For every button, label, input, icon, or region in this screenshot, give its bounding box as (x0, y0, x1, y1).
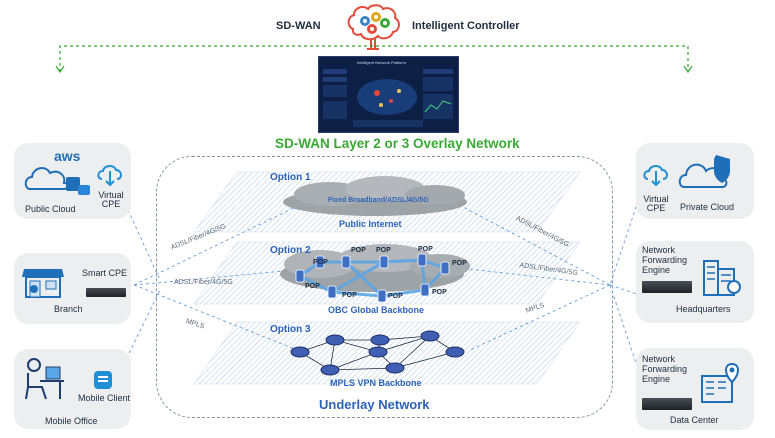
site-subtitle: Smart CPE (82, 268, 128, 278)
site-title: Headquarters (676, 304, 731, 314)
site-title: Branch (54, 304, 83, 314)
data-center-building-icon (701, 362, 739, 403)
headquarters-building-icon (703, 260, 741, 296)
aws-logo-text: aws (54, 148, 81, 164)
network-frame (156, 156, 613, 418)
pop-label: POP (376, 247, 391, 254)
site-title: Mobile Office (45, 416, 98, 426)
site-subtitle: Network Forwarding Engine (642, 245, 688, 275)
option-1-cloud-text: Fixed Broadband/ADSL/4G/5G (328, 197, 429, 204)
site-subtitle: Network Forwarding Engine (642, 354, 688, 384)
pop-label: POP (432, 289, 447, 296)
aws-cloud-icon: aws (24, 148, 90, 195)
option-3-name: MPLS VPN Backbone (330, 378, 422, 388)
site-card-mobile-office: Mobile Client Mobile Office (14, 349, 131, 429)
pop-label: POP (418, 246, 433, 253)
mpls-routers (290, 330, 465, 376)
site-title: Public Cloud (25, 204, 76, 214)
pop-label: POP (342, 292, 357, 299)
option-3-label: Option 3 (270, 324, 311, 335)
option-2-name: OBC Global Backbone (328, 305, 425, 315)
pop-label: POP (452, 260, 467, 267)
site-subtitle: Virtual CPE (98, 190, 124, 209)
pop-label: POP (388, 293, 403, 300)
site-card-headquarters: Network Forwarding Engine Headquarters (636, 241, 754, 323)
brain-gears-icon (347, 4, 400, 50)
controller-dashboard: Intelligent Network Platform (318, 56, 459, 133)
sdwan-label: SD-WAN (276, 20, 321, 32)
dashboard-graphics (323, 69, 453, 127)
site-title: Private Cloud (680, 202, 735, 212)
intelligent-controller-label: Intelligent Controller (412, 20, 520, 32)
pop-label: POP (351, 247, 366, 254)
site-subtitle: Virtual CPE (643, 194, 669, 213)
pop-label: POP (313, 259, 328, 266)
forwarding-engine-device (642, 281, 692, 293)
mobile-office-person-icon (25, 358, 64, 400)
pop-label: POP (305, 283, 320, 290)
public-internet-cloud (283, 176, 467, 216)
option-1-name: Public Internet (339, 219, 402, 229)
site-card-public-cloud: aws Public Cloud Virtual CPE (14, 143, 131, 219)
site-card-data-center: Network Forwarding Engine Data Center (636, 348, 754, 430)
site-card-private-cloud: Virtual CPE Private Cloud (636, 143, 754, 219)
branch-shop-icon (22, 269, 64, 298)
underlay-title: Underlay Network (319, 397, 430, 412)
option-1-label: Option 1 (270, 172, 311, 183)
forwarding-engine-device (642, 398, 692, 410)
smart-cpe-device (86, 288, 126, 297)
virtual-cpe-icon (643, 165, 668, 187)
dashboard-caption: Intelligent Network Platform (357, 60, 406, 65)
site-card-branch: Smart CPE Branch (14, 253, 131, 324)
virtual-cpe-icon (97, 165, 122, 187)
site-subtitle: Mobile Client (78, 393, 131, 403)
mobile-client-icon (94, 371, 112, 389)
pop-nodes (295, 253, 450, 303)
controller-links (55, 40, 693, 74)
site-title: Data Center (670, 415, 719, 425)
link-label-adsl: ADSL/Fiber/4G/5G (174, 279, 233, 286)
option-2-label: Option 2 (270, 245, 311, 256)
overlay-title: SD-WAN Layer 2 or 3 Overlay Network (275, 136, 520, 151)
private-cloud-shield-icon (678, 155, 730, 188)
